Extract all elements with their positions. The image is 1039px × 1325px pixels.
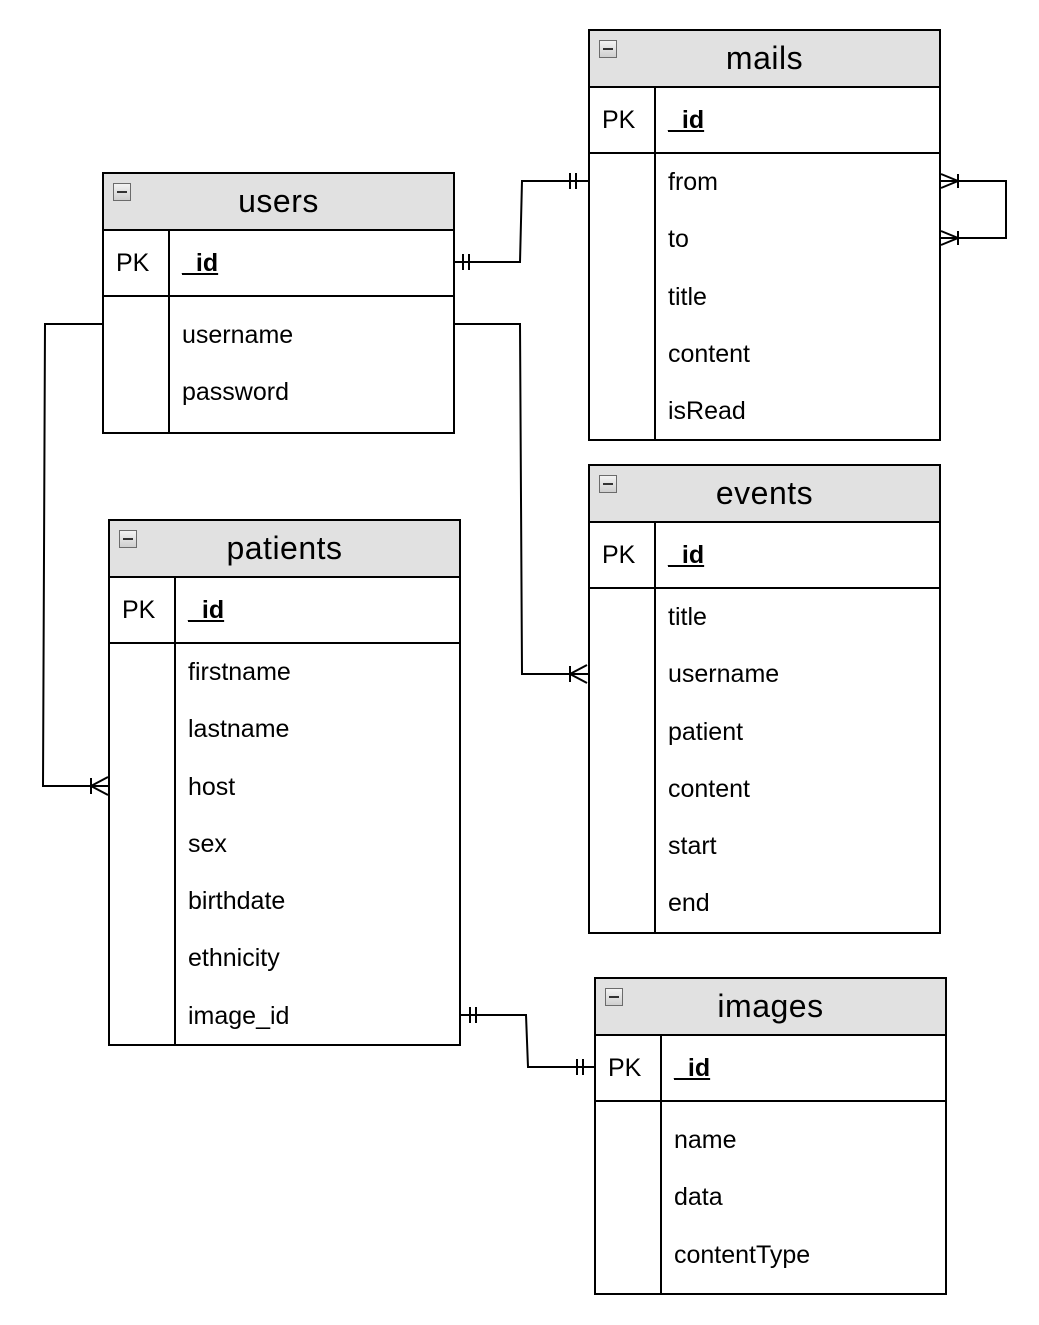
field: birthdate <box>188 887 286 916</box>
entity-title: mails <box>725 40 804 76</box>
collapse-icon[interactable] <box>599 40 617 58</box>
pk-field: _id <box>674 1053 711 1082</box>
pk-field: _id <box>188 595 225 624</box>
entity-title: events <box>715 475 814 511</box>
field-section: firstname lastname host sex birthdate et… <box>110 644 459 1044</box>
entity-users[interactable]: users PK _id username password <box>102 172 455 434</box>
pk-label: PK <box>110 578 176 642</box>
entity-title: patients <box>226 530 343 566</box>
field-section: title username patient content start end <box>590 589 939 932</box>
entity-header: patients <box>110 521 459 578</box>
field: host <box>188 772 236 801</box>
pk-label: PK <box>104 231 170 295</box>
entity-patients[interactable]: patients PK _id firstname lastname host … <box>108 519 461 1046</box>
entity-title: users <box>238 183 319 219</box>
collapse-icon[interactable] <box>119 530 137 548</box>
field: firstname <box>188 658 291 686</box>
pk-label: PK <box>596 1036 662 1100</box>
key-column <box>590 154 656 439</box>
entity-header: mails <box>590 31 939 88</box>
rel-users-mails <box>455 180 588 263</box>
mark-many-mails-from <box>940 173 961 189</box>
primary-key-row: PK _id <box>596 1036 945 1102</box>
key-column <box>104 297 170 432</box>
field: ethnicity <box>188 944 280 973</box>
primary-key-row: PK _id <box>110 578 459 644</box>
field-list: firstname lastname host sex birthdate et… <box>176 644 291 1044</box>
field: username <box>668 660 780 689</box>
entity-images[interactable]: images PK _id name data contentType <box>594 977 947 1295</box>
rel-users-patients <box>41 323 109 787</box>
rel-patients-images <box>461 1014 595 1068</box>
pk-field: _id <box>668 105 705 134</box>
key-column <box>590 589 656 932</box>
key-column <box>110 644 176 1044</box>
field: patient <box>668 717 744 746</box>
primary-key-row: PK _id <box>590 88 939 154</box>
field-list: username password <box>170 297 293 432</box>
field: sex <box>188 829 227 858</box>
field: start <box>668 832 717 861</box>
entity-mails[interactable]: mails PK _id from to title content isRea… <box>588 29 941 441</box>
entity-header: images <box>596 979 945 1036</box>
field: username <box>182 321 294 349</box>
mark-many-patients <box>88 776 109 796</box>
rel-mails-self <box>940 180 1007 239</box>
field-list: from to title content isRead <box>656 154 750 439</box>
mark-many-events <box>567 664 588 684</box>
field: password <box>182 378 289 407</box>
field: image_id <box>188 1001 290 1030</box>
field-list: name data contentType <box>662 1102 810 1293</box>
field: from <box>668 168 718 196</box>
field: contentType <box>674 1240 811 1269</box>
collapse-icon[interactable] <box>113 183 131 201</box>
field: isRead <box>668 397 746 426</box>
rel-users-events <box>455 323 588 675</box>
field: content <box>668 339 751 368</box>
mark-many-mails-to <box>940 230 961 246</box>
pk-field: _id <box>668 540 705 569</box>
field: lastname <box>188 715 290 744</box>
primary-key-row: PK _id <box>590 523 939 589</box>
field: end <box>668 889 710 918</box>
field: to <box>668 225 689 254</box>
field-section: from to title content isRead <box>590 154 939 439</box>
collapse-icon[interactable] <box>599 475 617 493</box>
pk-field: _id <box>182 248 219 277</box>
field-section: name data contentType <box>596 1102 945 1293</box>
field: content <box>668 774 751 803</box>
key-column <box>596 1102 662 1293</box>
field-list: title username patient content start end <box>656 589 779 932</box>
entity-header: users <box>104 174 453 231</box>
entity-events[interactable]: events PK _id title username patient con… <box>588 464 941 934</box>
primary-key-row: PK _id <box>104 231 453 297</box>
pk-label: PK <box>590 523 656 587</box>
entity-title: images <box>717 988 824 1024</box>
field: data <box>674 1183 723 1212</box>
field: title <box>668 603 707 631</box>
pk-label: PK <box>590 88 656 152</box>
field: title <box>668 282 707 311</box>
field: name <box>674 1126 737 1154</box>
collapse-icon[interactable] <box>605 988 623 1006</box>
field-section: username password <box>104 297 453 432</box>
entity-header: events <box>590 466 939 523</box>
